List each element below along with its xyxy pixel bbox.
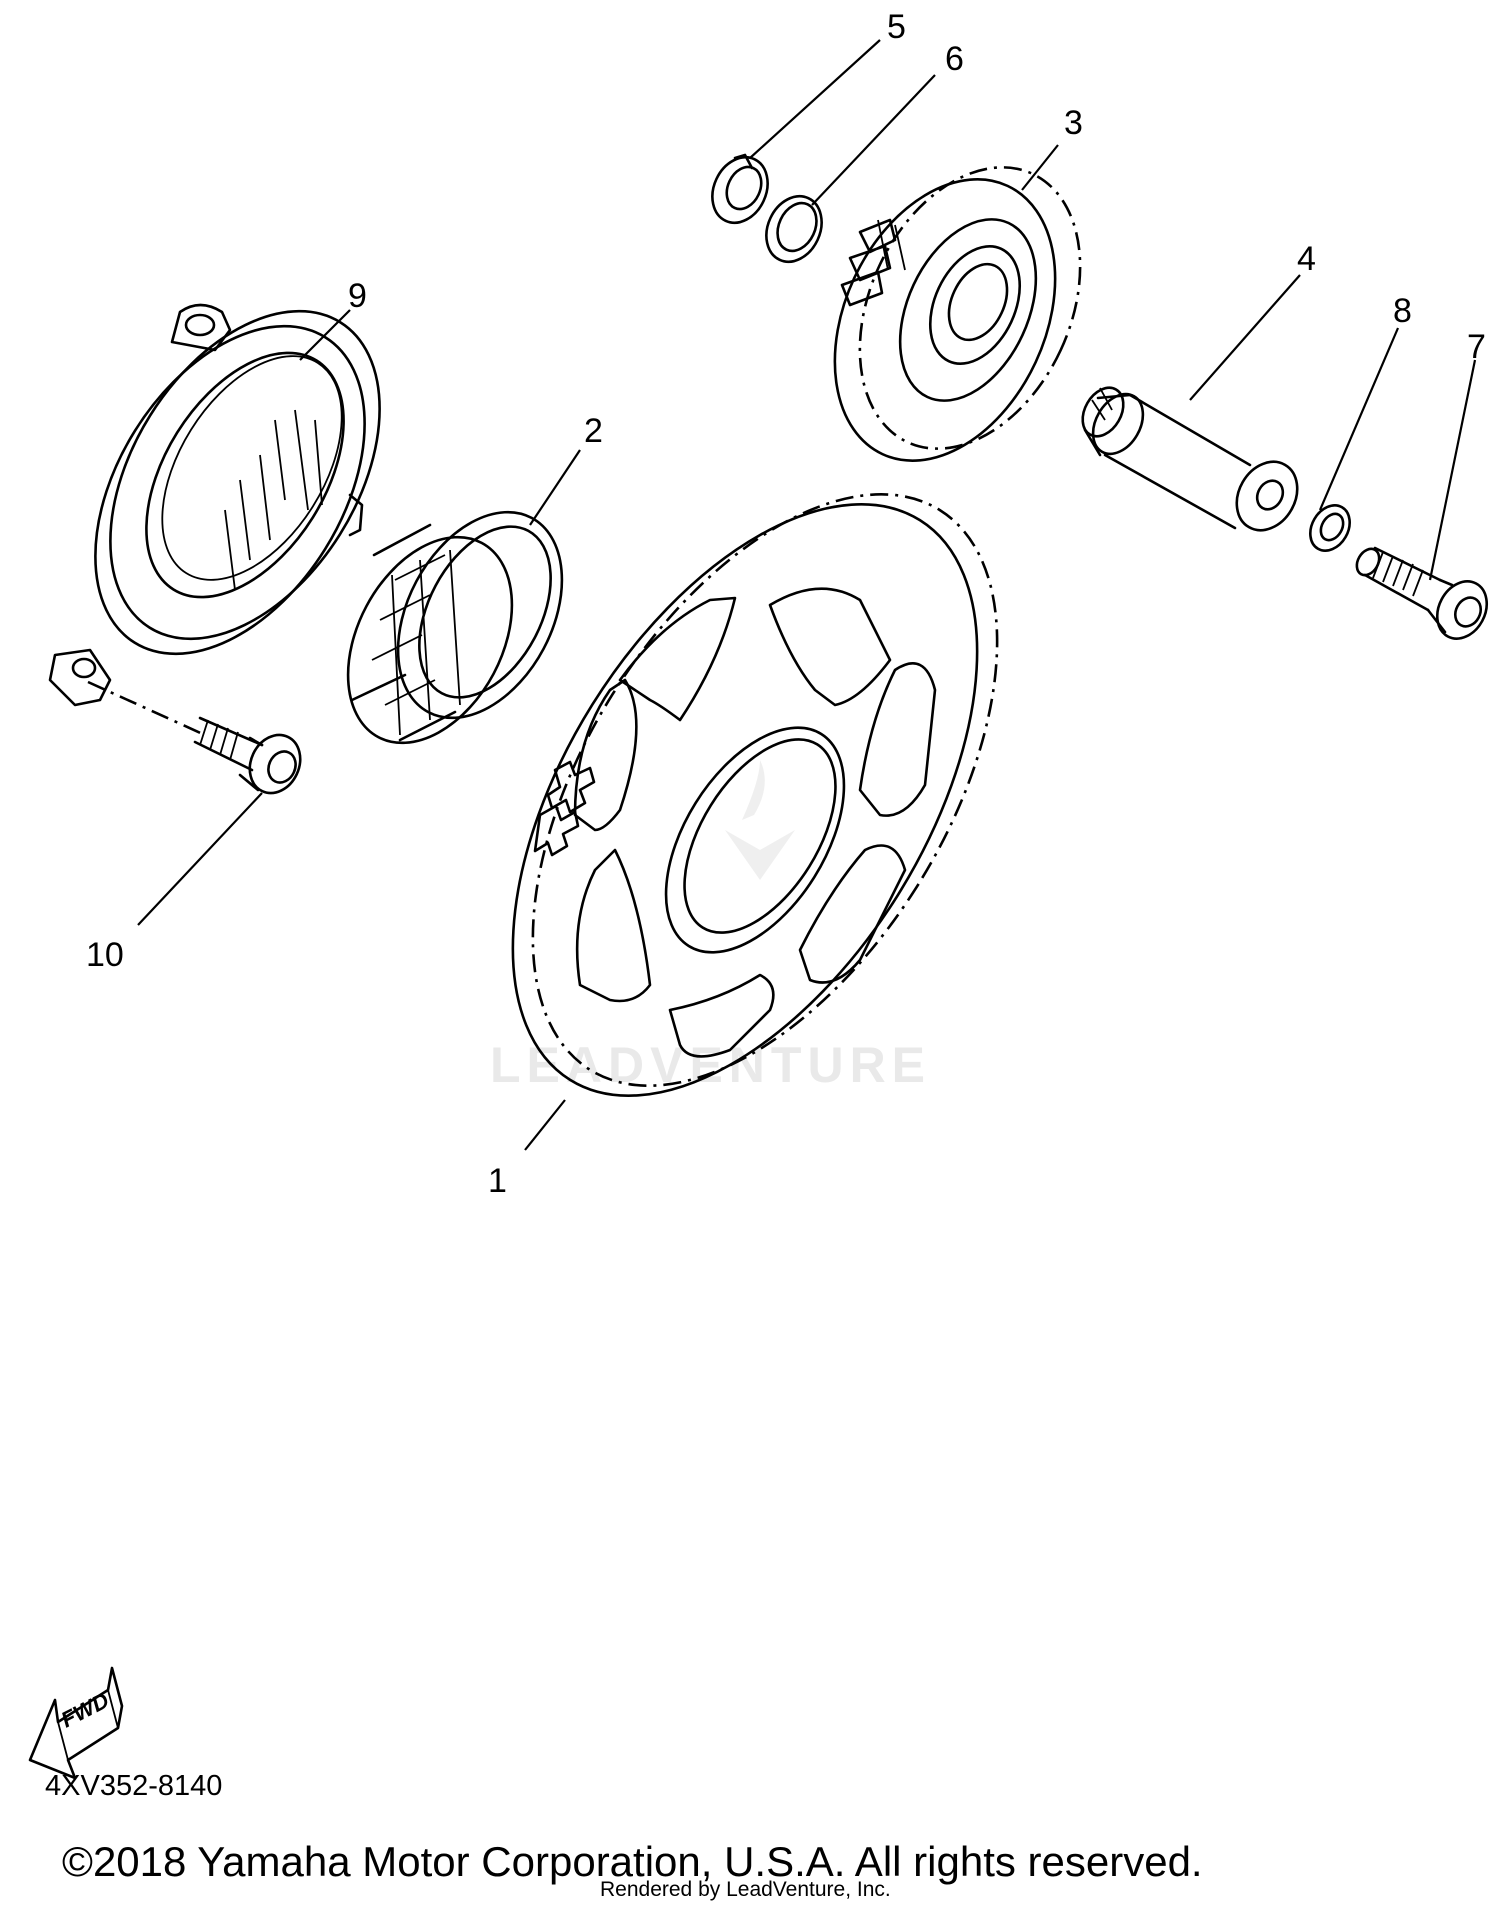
part-1-starter-wheel-gear [511,493,999,1097]
callout-9: 9 [348,277,367,315]
callout-labels: 1 2 3 4 5 6 7 8 9 10 [86,8,1486,1200]
callout-5: 5 [887,8,906,46]
callout-2: 2 [584,412,603,450]
part-2-roller-bearing [346,510,564,745]
part-7-bolt [1355,546,1489,640]
leader-lines [137,39,1477,1151]
fwd-arrow: FWD [28,1666,124,1780]
part-5-circlip [711,153,769,225]
callout-7: 7 [1467,328,1486,366]
part-10-bolt [87,680,302,795]
callout-8: 8 [1393,292,1412,330]
part-3-idler-gear [833,166,1082,462]
watermark-text: LEADVENTURE [490,1037,931,1093]
fwd-label: FWD [57,1687,113,1732]
callout-1: 1 [488,1162,507,1200]
callout-6: 6 [945,40,964,78]
copyright-notice: ©2018 Yamaha Motor Corporation, U.S.A. A… [62,1838,1203,1885]
part-6-washer [765,194,823,264]
callout-4: 4 [1297,240,1316,278]
diagram-code: 4XV352-8140 [45,1770,223,1802]
rendered-by-note: Rendered by LeadVenture, Inc. [600,1878,891,1901]
part-8-washer [1309,504,1351,552]
part-9-clutch-housing [48,303,381,707]
callout-3: 3 [1064,104,1083,142]
part-4-idler-shaft [1081,386,1299,532]
callout-10: 10 [86,936,124,974]
